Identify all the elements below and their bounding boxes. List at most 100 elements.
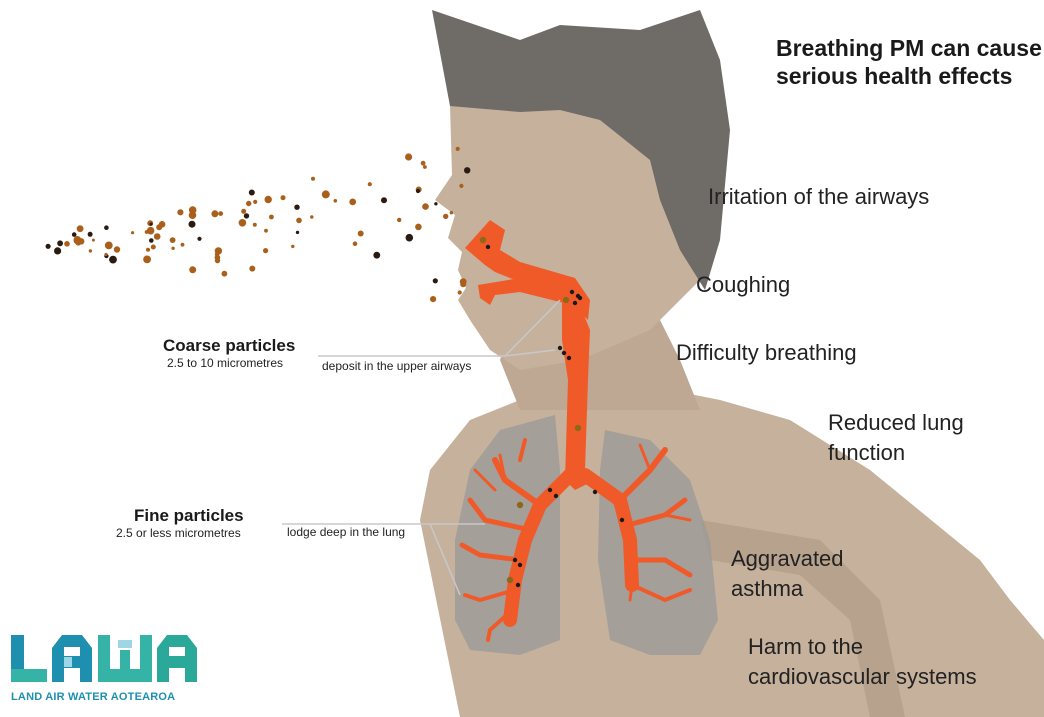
lodged-particle [573, 301, 577, 305]
lodged-particle [578, 296, 582, 300]
particle-dot [291, 245, 294, 248]
particle-dot [72, 232, 77, 237]
particle-dot [143, 256, 151, 264]
effect-label-line-2: asthma [731, 574, 844, 604]
lodged-particle [548, 488, 552, 492]
effect-label: Coughing [696, 270, 790, 300]
particle-dot [249, 190, 255, 196]
particle-dot [381, 197, 387, 203]
particle-dot [146, 248, 150, 252]
particle-dot [322, 190, 330, 198]
effect-irritation: Irritation of the airways [708, 182, 929, 212]
particle-dot [170, 237, 176, 243]
particle-dot [218, 211, 223, 216]
particle-dot [281, 195, 286, 200]
fine-particles-callout: Fine particles 2.5 or less micrometres [116, 506, 286, 540]
particle-dot [189, 266, 196, 273]
lodged-particle [562, 351, 566, 355]
particle-dot [149, 238, 154, 243]
particle-dot [189, 211, 197, 219]
particle-dot [349, 199, 356, 206]
particle-dot [269, 215, 274, 220]
particle-dot [405, 153, 412, 160]
particle-dot [211, 210, 218, 217]
lodged-particle [593, 490, 597, 494]
logo-l-base [11, 669, 47, 682]
particle-dot [430, 296, 436, 302]
particle-dot [131, 231, 134, 234]
particle-dot [263, 248, 268, 253]
effect-difficulty-breathing: Difficulty breathing [676, 338, 857, 368]
effect-cardiovascular-harm: Harm to the cardiovascular systems [748, 632, 977, 692]
particle-dot [92, 239, 95, 242]
lodged-particle [575, 425, 581, 431]
lodged-particle [480, 237, 486, 243]
coarse-note: deposit in the upper airways [322, 359, 471, 373]
effect-label-line-2: function [828, 438, 964, 468]
particle-dot [433, 278, 438, 283]
particle-dot [46, 244, 51, 249]
particle-dot [353, 241, 358, 246]
effect-label: Irritation of the airways [708, 182, 929, 212]
lodged-particle [513, 558, 517, 562]
particle-dot [197, 237, 201, 241]
effect-label-line-1: Aggravated [731, 544, 844, 574]
particle-dot [156, 224, 162, 230]
effect-label: Difficulty breathing [676, 338, 857, 368]
particle-dot [150, 223, 153, 226]
particle-dot [368, 182, 372, 186]
particle-dot [114, 246, 120, 252]
lodged-particle [570, 290, 574, 294]
fine-heading: Fine particles [134, 506, 286, 526]
title-line-1: Breathing PM can cause [776, 34, 1044, 62]
particle-cloud [46, 147, 471, 302]
particle-dot [253, 223, 257, 227]
particle-dot [241, 209, 246, 214]
lodged-particle [554, 494, 558, 498]
particle-dot [422, 203, 429, 210]
particle-dot [104, 225, 109, 230]
logo-w-accent [118, 640, 132, 648]
particle-dot [222, 271, 228, 277]
particle-dot [334, 199, 338, 203]
particle-dot [264, 229, 268, 233]
particle-dot [215, 258, 220, 263]
effect-label-line-1: Harm to the [748, 632, 977, 662]
particle-dot [464, 167, 470, 173]
lodged-particle [516, 583, 520, 587]
particle-dot [57, 240, 63, 246]
particle-dot [294, 205, 299, 210]
particle-dot [458, 290, 462, 294]
particle-dot [450, 211, 453, 214]
particle-dot [397, 218, 401, 222]
lodged-particle [567, 356, 571, 360]
lawa-tagline: LAND AIR WATER AOTEAROA [11, 691, 175, 703]
particle-dot [77, 225, 84, 232]
particle-dot [151, 245, 156, 250]
particle-dot [459, 184, 463, 188]
particle-dot [215, 247, 222, 254]
logo-accent-blue [64, 657, 72, 667]
particle-dot [147, 227, 155, 235]
coarse-particles-callout: Coarse particles 2.5 to 10 micrometres [163, 336, 323, 370]
fine-note: lodge deep in the lung [287, 525, 405, 539]
particle-dot [181, 243, 185, 247]
particle-dot [443, 214, 448, 219]
particle-dot [421, 161, 426, 166]
particle-dot [104, 253, 107, 256]
particle-dot [105, 242, 113, 250]
particle-dot [177, 209, 183, 215]
particle-dot [171, 247, 174, 250]
particle-dot [78, 238, 84, 244]
lodged-particle [620, 518, 624, 522]
title-line-2: serious health effects [776, 62, 1044, 90]
effect-aggravated-asthma: Aggravated asthma [731, 544, 844, 604]
particle-dot [406, 234, 414, 242]
particle-dot [296, 218, 302, 224]
particle-dot [89, 249, 92, 252]
particle-dot [64, 241, 70, 247]
effect-label-line-2: cardiovascular systems [748, 662, 977, 692]
particle-dot [456, 147, 460, 151]
lodged-particle [518, 563, 522, 567]
lodged-particle [517, 502, 523, 508]
